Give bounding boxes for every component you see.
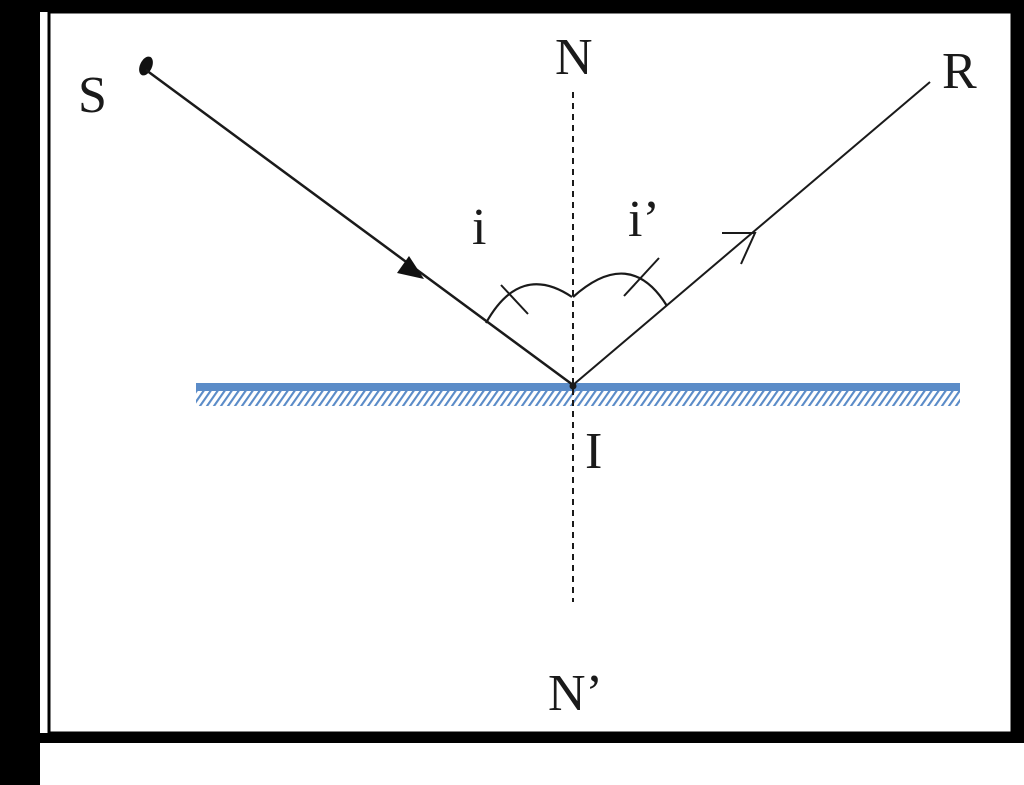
frame-left-bar <box>0 0 40 785</box>
reflection-angle-arc <box>572 272 668 307</box>
label-source: S <box>78 67 107 124</box>
label-point: I <box>585 423 602 480</box>
reflection-angle-tick <box>623 257 660 297</box>
reflected-arrow-icon <box>722 232 757 265</box>
incident-arrow-icon <box>397 256 424 279</box>
frame-inner-border <box>47 10 1014 735</box>
label-reflection-angle: i’ <box>628 191 660 248</box>
label-incidence-angle: i <box>472 199 486 256</box>
label-normal-top: N <box>555 29 593 86</box>
label-normal-bottom: N’ <box>548 665 603 722</box>
frame-right-bar <box>1012 0 1024 742</box>
label-reflected: R <box>942 43 977 100</box>
source-point <box>139 56 153 76</box>
mirror-surface <box>196 383 960 391</box>
incident-ray <box>145 68 574 387</box>
mirror-hatch-icon <box>196 391 960 406</box>
frame-top-bar <box>40 0 1024 12</box>
frame-bottom-bar <box>40 733 1024 743</box>
incidence-point <box>569 382 577 390</box>
incidence-angle-tick <box>500 284 529 315</box>
incidence-angle-arc <box>485 283 573 324</box>
